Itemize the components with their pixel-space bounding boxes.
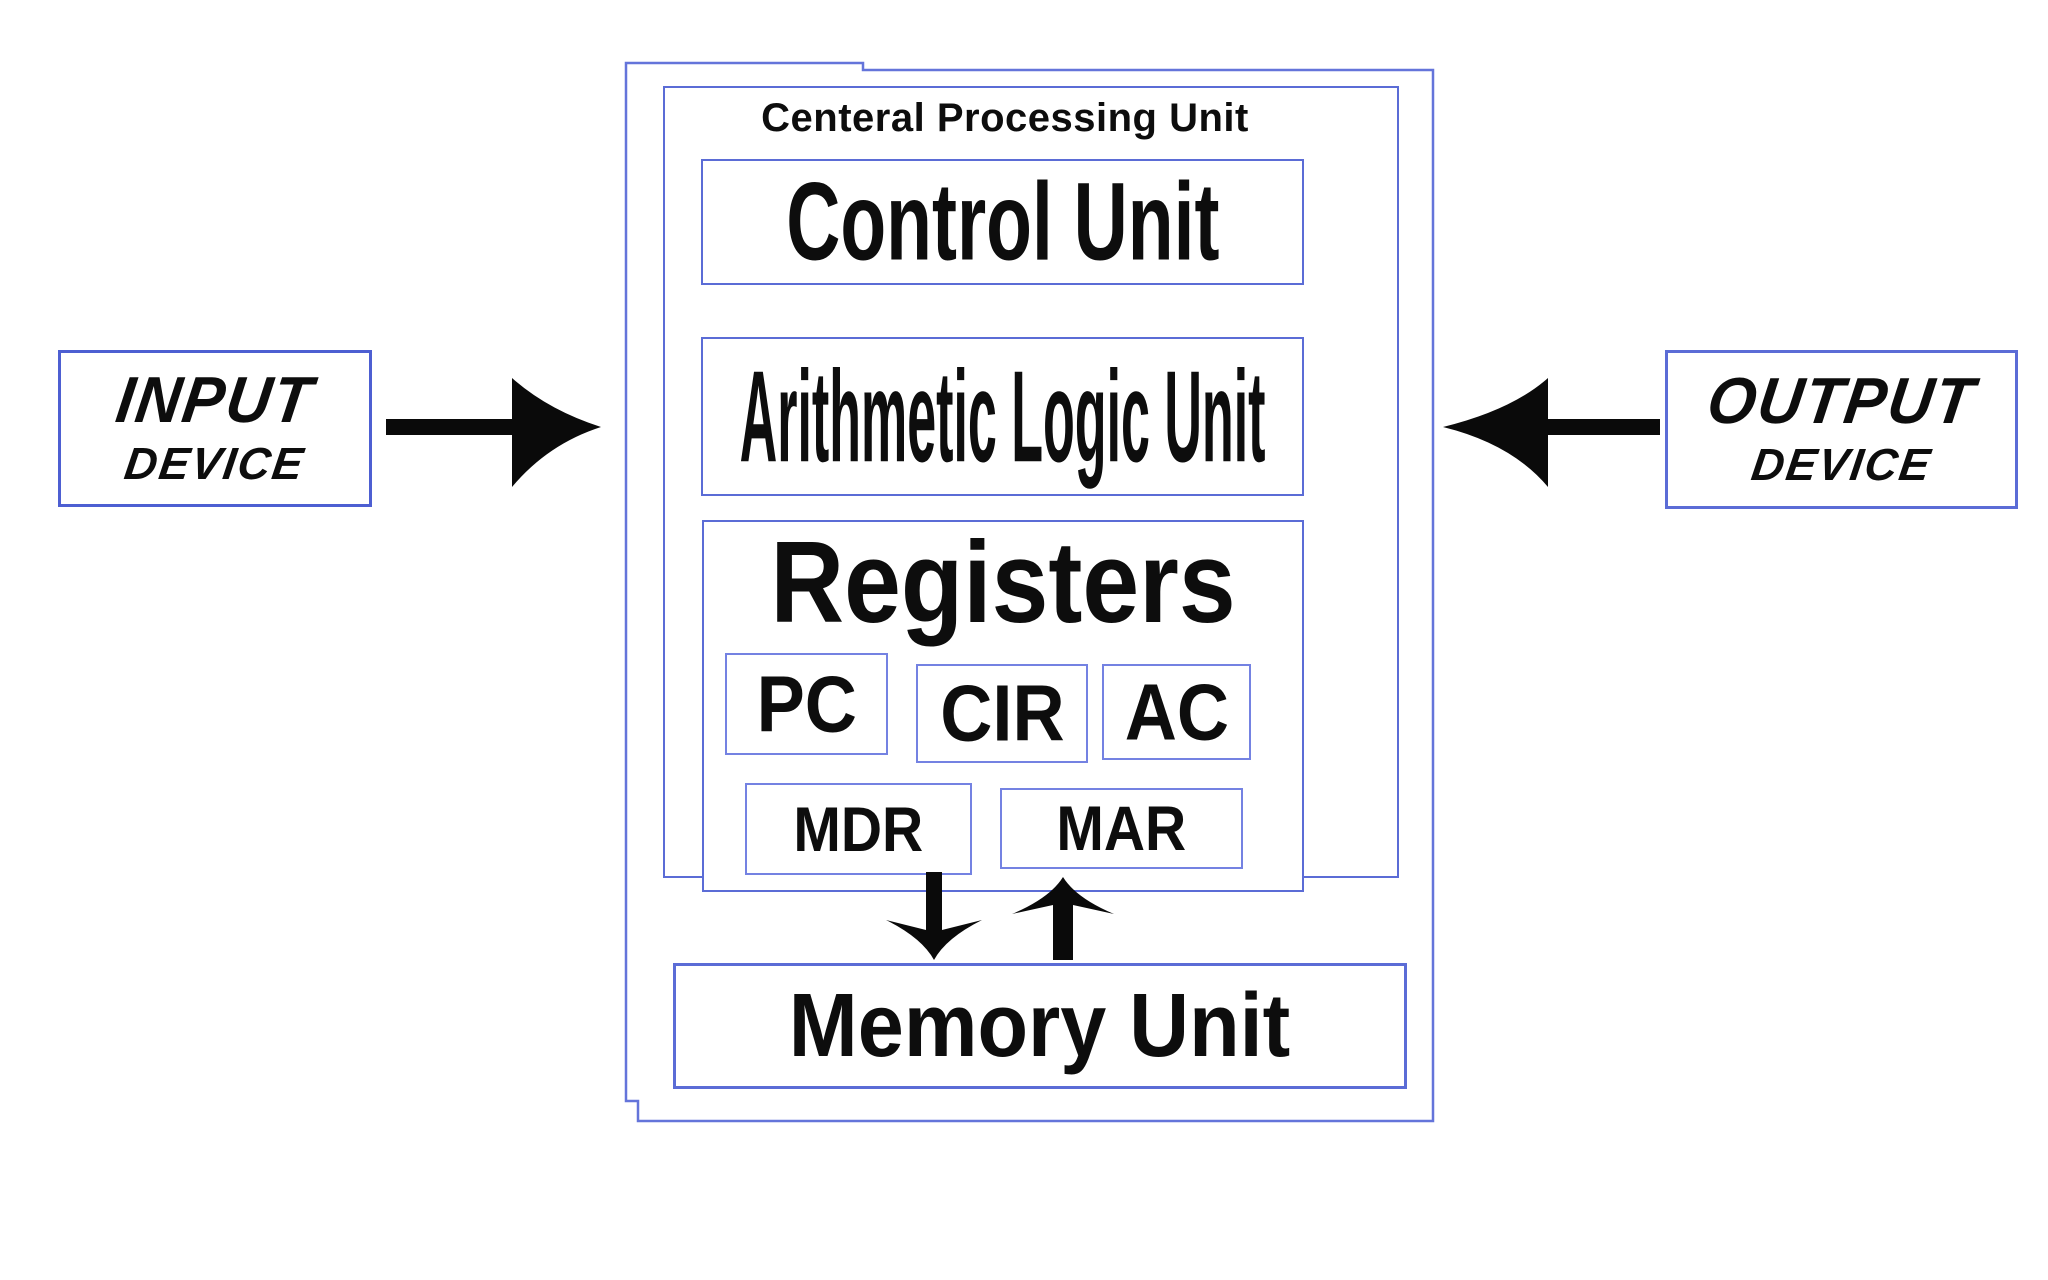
input-device-box: INPUT DEVICE xyxy=(58,350,372,507)
register-pc: PC xyxy=(725,653,888,755)
register-ac-label: AC xyxy=(1124,667,1229,757)
input-device-line1: INPUT xyxy=(111,364,319,437)
register-mdr-label: MDR xyxy=(793,793,924,865)
register-mar: MAR xyxy=(1000,788,1243,869)
registers-box: Registers PC CIR AC MDR MAR xyxy=(702,520,1304,892)
output-device-box: OUTPUT DEVICE xyxy=(1665,350,2018,509)
control-unit-label: Control Unit xyxy=(785,160,1220,284)
cpu-title: Centeral Processing Unit xyxy=(761,96,1249,140)
output-arrow-icon xyxy=(1443,378,1660,487)
register-pc-label: PC xyxy=(756,659,857,749)
input-device-line2: DEVICE xyxy=(121,438,309,490)
alu-label: Arithmetic Logic Unit xyxy=(739,343,1266,490)
memory-unit-label: Memory Unit xyxy=(789,976,1291,1076)
alu-box: Arithmetic Logic Unit xyxy=(701,337,1304,496)
register-ac: AC xyxy=(1102,664,1251,760)
cpu-memory-arrows xyxy=(886,872,1114,960)
register-cir-label: CIR xyxy=(939,668,1065,759)
register-mar-label: MAR xyxy=(1056,793,1187,864)
memory-unit-box: Memory Unit xyxy=(673,963,1407,1089)
register-mdr: MDR xyxy=(745,783,972,875)
control-unit-box: Control Unit xyxy=(701,159,1304,285)
registers-title: Registers xyxy=(770,517,1236,647)
output-device-line1: OUTPUT xyxy=(1702,365,1981,438)
up-arrow-icon xyxy=(1012,877,1114,960)
down-arrow-icon xyxy=(886,872,982,960)
input-arrow-icon xyxy=(386,378,601,487)
register-cir: CIR xyxy=(916,664,1088,763)
output-device-line2: DEVICE xyxy=(1748,439,1935,491)
